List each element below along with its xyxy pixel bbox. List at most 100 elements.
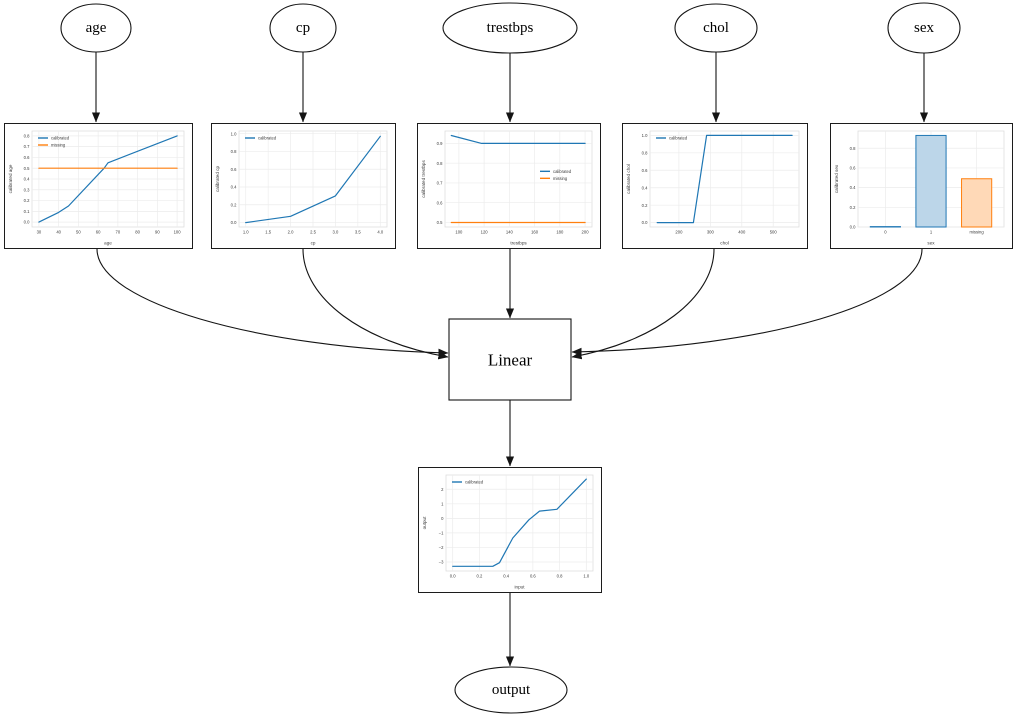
svg-text:0.8: 0.8 bbox=[437, 161, 443, 166]
svg-text:1: 1 bbox=[930, 230, 933, 235]
svg-text:0.0: 0.0 bbox=[850, 225, 856, 230]
svg-text:0.7: 0.7 bbox=[24, 144, 30, 149]
svg-text:0.1: 0.1 bbox=[24, 209, 30, 214]
edge-cp-plot-to-linear bbox=[302, 248, 449, 360]
svg-text:0.2: 0.2 bbox=[24, 198, 30, 203]
svg-text:0.8: 0.8 bbox=[850, 146, 856, 151]
output-node-label: output bbox=[492, 682, 531, 698]
node-trestbps: trestbps bbox=[442, 2, 578, 54]
node-linear: Linear bbox=[448, 318, 572, 401]
svg-text:60: 60 bbox=[96, 230, 101, 235]
node-age: age bbox=[60, 3, 132, 53]
svg-text:2: 2 bbox=[441, 487, 444, 492]
svg-text:0.8: 0.8 bbox=[557, 574, 563, 579]
svg-text:−1: −1 bbox=[439, 530, 444, 535]
svg-text:calibrated: calibrated bbox=[553, 169, 572, 174]
svg-text:300: 300 bbox=[707, 230, 715, 235]
output-node-ellipse bbox=[454, 666, 568, 714]
svg-text:0.9: 0.9 bbox=[437, 141, 443, 146]
svg-text:chol: chol bbox=[720, 241, 728, 246]
svg-text:80: 80 bbox=[135, 230, 140, 235]
svg-text:100: 100 bbox=[174, 230, 182, 235]
svg-text:0.0: 0.0 bbox=[642, 220, 648, 225]
age-node-ellipse bbox=[60, 3, 132, 53]
svg-text:70: 70 bbox=[116, 230, 121, 235]
svg-text:1.0: 1.0 bbox=[583, 574, 589, 579]
svg-text:calibrated: calibrated bbox=[258, 136, 277, 141]
age-node-label: age bbox=[86, 20, 107, 36]
svg-text:age: age bbox=[104, 241, 112, 246]
svg-text:400: 400 bbox=[738, 230, 746, 235]
svg-text:0.7: 0.7 bbox=[437, 181, 443, 186]
svg-text:missing: missing bbox=[970, 230, 985, 235]
svg-text:output: output bbox=[422, 516, 427, 529]
svg-text:4.0: 4.0 bbox=[377, 230, 383, 235]
svg-text:3.0: 3.0 bbox=[333, 230, 339, 235]
svg-text:0.2: 0.2 bbox=[476, 574, 482, 579]
svg-text:0.4: 0.4 bbox=[503, 574, 509, 579]
cp-node-label: cp bbox=[296, 20, 310, 36]
linear-node-label: Linear bbox=[488, 351, 533, 370]
svg-text:100: 100 bbox=[455, 230, 463, 235]
svg-text:0.8: 0.8 bbox=[24, 133, 30, 138]
svg-text:input: input bbox=[515, 585, 526, 590]
svg-text:2.5: 2.5 bbox=[310, 230, 316, 235]
svg-text:calibrated: calibrated bbox=[51, 136, 70, 141]
svg-text:calibrated cp: calibrated cp bbox=[215, 166, 220, 192]
svg-text:0.2: 0.2 bbox=[642, 203, 648, 208]
svg-text:2.0: 2.0 bbox=[288, 230, 294, 235]
svg-text:−3: −3 bbox=[439, 560, 444, 565]
node-cp: cp bbox=[269, 3, 337, 53]
svg-text:1.0: 1.0 bbox=[231, 131, 237, 136]
svg-text:50: 50 bbox=[76, 230, 81, 235]
trestbps-node-label: trestbps bbox=[487, 20, 534, 36]
chol-node-label: chol bbox=[703, 20, 729, 36]
svg-text:0.2: 0.2 bbox=[850, 205, 856, 210]
svg-text:0.8: 0.8 bbox=[231, 149, 237, 154]
svg-text:0.6: 0.6 bbox=[850, 166, 856, 171]
svg-text:1.5: 1.5 bbox=[265, 230, 271, 235]
svg-text:0.4: 0.4 bbox=[850, 185, 856, 190]
sex-node-ellipse bbox=[887, 2, 961, 54]
svg-text:calibrated: calibrated bbox=[669, 136, 688, 141]
chol-node-ellipse bbox=[674, 3, 758, 53]
svg-text:1.0: 1.0 bbox=[642, 133, 648, 138]
svg-text:0: 0 bbox=[884, 230, 887, 235]
svg-text:0.0: 0.0 bbox=[231, 220, 237, 225]
svg-text:0.6: 0.6 bbox=[530, 574, 536, 579]
svg-text:200: 200 bbox=[675, 230, 683, 235]
svg-text:trestbps: trestbps bbox=[510, 241, 527, 246]
svg-text:90: 90 bbox=[155, 230, 160, 235]
cp-node-ellipse bbox=[269, 3, 337, 53]
svg-text:calibrated sex: calibrated sex bbox=[834, 164, 839, 193]
svg-text:0.6: 0.6 bbox=[231, 167, 237, 172]
node-sex: sex bbox=[887, 2, 961, 54]
svg-text:200: 200 bbox=[582, 230, 590, 235]
svg-text:180: 180 bbox=[556, 230, 564, 235]
svg-text:calibrated: calibrated bbox=[465, 480, 484, 485]
svg-text:0.5: 0.5 bbox=[437, 220, 443, 225]
svg-text:calibrated chol: calibrated chol bbox=[626, 164, 631, 194]
svg-text:0: 0 bbox=[441, 516, 444, 521]
svg-text:0.2: 0.2 bbox=[231, 202, 237, 207]
node-chol: chol bbox=[674, 3, 758, 53]
sex-node-label: sex bbox=[914, 20, 934, 36]
svg-text:cp: cp bbox=[311, 241, 316, 246]
svg-text:0.4: 0.4 bbox=[24, 177, 30, 182]
svg-text:0.6: 0.6 bbox=[24, 155, 30, 160]
svg-text:0.5: 0.5 bbox=[24, 166, 30, 171]
svg-text:0.8: 0.8 bbox=[642, 150, 648, 155]
svg-text:1.0: 1.0 bbox=[243, 230, 249, 235]
